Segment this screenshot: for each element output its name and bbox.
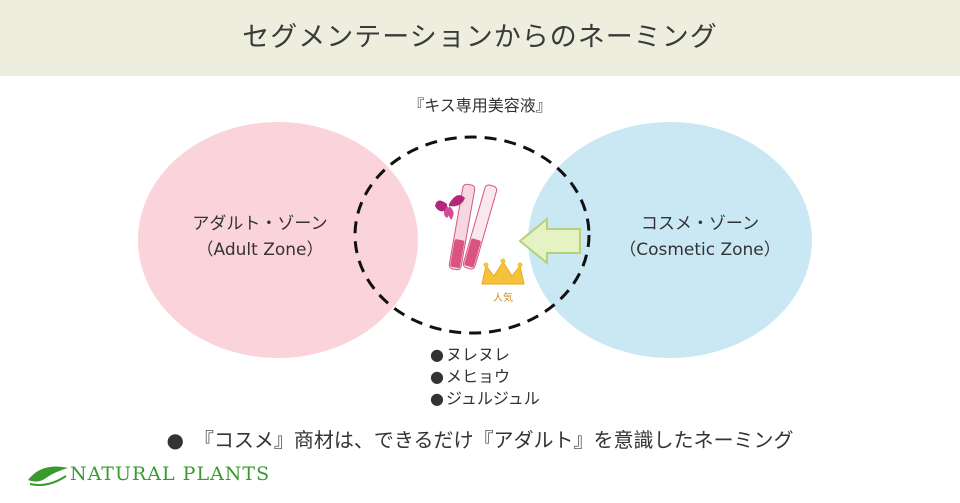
brand-logo-text: NATURAL PLANTS bbox=[70, 463, 271, 485]
adult-zone-sub: （Adult Zone） bbox=[196, 240, 324, 260]
summary-bullet: ● bbox=[166, 428, 184, 452]
adult-zone-label: アダルト・ゾーン （Adult Zone） bbox=[155, 211, 365, 263]
cosmetic-zone-name: コスメ・ゾーン bbox=[640, 214, 760, 234]
adult-zone-circle bbox=[138, 122, 418, 358]
product-dashed-circle bbox=[353, 135, 591, 335]
lip-serum-product-icon bbox=[448, 183, 498, 271]
header-bar bbox=[0, 0, 960, 76]
cosmetic-zone-label: コスメ・ゾーン （Cosmetic Zone） bbox=[590, 211, 810, 263]
feature-item: ジュルジュル bbox=[430, 388, 540, 410]
product-name: 『キス専用美容液』 bbox=[408, 96, 552, 115]
feature-item: メヒョウ bbox=[430, 366, 540, 388]
crown-icon bbox=[481, 258, 525, 285]
feature-item: ヌレヌレ bbox=[430, 344, 540, 366]
butterfly-icon bbox=[435, 195, 465, 220]
summary-text: 『コスメ』商材は、できるだけ『アダルト』を意識したネーミング bbox=[193, 428, 794, 452]
leaf-logo-icon bbox=[28, 466, 68, 486]
slide-title: セグメンテーションからのネーミング bbox=[242, 22, 718, 53]
adult-zone-name: アダルト・ゾーン bbox=[192, 214, 328, 234]
summary-line: ● 『コスメ』商材は、できるだけ『アダルト』を意識したネーミング bbox=[0, 424, 960, 453]
arrow-left-icon bbox=[518, 216, 581, 266]
feature-list: ヌレヌレ メヒョウ ジュルジュル bbox=[430, 344, 540, 410]
popular-badge: 人気 bbox=[493, 293, 513, 304]
cosmetic-zone-sub: （Cosmetic Zone） bbox=[619, 240, 781, 260]
cosmetic-zone-circle bbox=[528, 122, 812, 358]
